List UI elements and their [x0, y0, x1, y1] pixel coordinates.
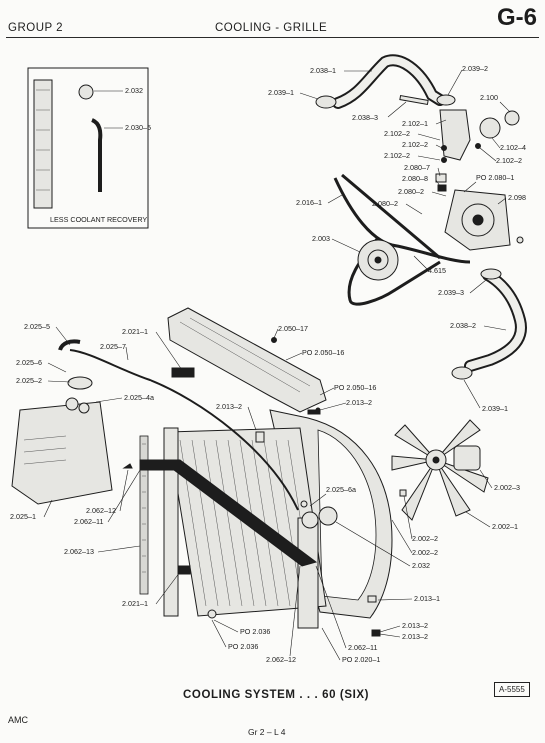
- callout-2.102-2-c: 2.102–2: [384, 151, 410, 160]
- callout-po-2.050-16-b: PO 2.050–16: [334, 383, 376, 392]
- thermostat-icon: [479, 117, 501, 139]
- callout-2.062-11-a: 2.062–11: [74, 517, 103, 526]
- fan-spacer: [453, 445, 481, 471]
- callout-2.080-2-a: 2.080–2: [398, 187, 424, 196]
- callout-po-2.080-1: PO 2.080–1: [476, 173, 514, 182]
- callout-2.039-1-b: 2.039–1: [482, 404, 508, 413]
- callout-2.038-1: 2.038–1: [310, 66, 336, 75]
- hose-clamp-icon: [315, 95, 337, 109]
- callout-2.080-2-b: 2.080–2: [372, 199, 398, 208]
- callout-2.025-6a: 2.025–6a: [326, 485, 356, 494]
- callout-2.062-12-b: 2.062–12: [266, 655, 296, 664]
- hose-clamp-icon: [436, 94, 456, 106]
- temp-sender-icon: [504, 110, 520, 126]
- page-title: COOLING - GRILLE: [215, 22, 328, 34]
- callout-2.025-1: 2.025–1: [10, 512, 36, 521]
- callout-2.102-1: 2.102–1: [402, 119, 428, 128]
- callout-2.039-3: 2.039–3: [438, 288, 464, 297]
- callout-2.032: 2.032: [412, 561, 430, 570]
- callout-2.062-11-b: 2.062–11: [348, 643, 377, 652]
- callout-2.100: 2.100: [480, 93, 498, 102]
- footer-brand: AMC: [8, 715, 28, 725]
- callout-2.102-2-b: 2.102–2: [402, 140, 428, 149]
- hose-clamp-icon: [451, 366, 473, 380]
- side-seal-strip: [139, 435, 149, 595]
- inset-panel: LESS COOLANT RECOVERY: [27, 67, 149, 229]
- callout-2.102-4: 2.102–4: [500, 143, 526, 152]
- callout-2.016-1: 2.016–1: [296, 198, 322, 207]
- callout-2.003: 2.003: [312, 234, 330, 243]
- callout-4.615: 4.615: [428, 266, 446, 275]
- callout-2.002-2-b: 2.002–2: [412, 548, 438, 557]
- callout-2.025-7: 2.025–7: [100, 342, 126, 351]
- shroud-clip: [171, 367, 195, 378]
- overflow-hose: [69, 349, 299, 511]
- callout-2.038-3: 2.038–3: [352, 113, 378, 122]
- group-label: GROUP 2: [8, 22, 64, 34]
- fan-pulley: [357, 239, 399, 281]
- thermostat-housing: [439, 109, 471, 161]
- callout-2.025-5: 2.025–5: [24, 322, 50, 331]
- callout-2.025-6: 2.025–6: [16, 358, 42, 367]
- lower-radiator-hose: [464, 269, 527, 372]
- coolant-recovery-bottle: [11, 376, 113, 505]
- callout-2.013-2-c: 2.013–2: [402, 621, 428, 630]
- callout-2.013-2-a: 2.013–2: [216, 402, 242, 411]
- callout-2.039-2: 2.039–2: [462, 64, 488, 73]
- callout-po-2.036-a: PO 2.036: [240, 627, 270, 636]
- radiator-upper-shroud: [167, 307, 327, 413]
- callout-2.102-2-d: 2.102–2: [496, 156, 522, 165]
- footer-page-ref: Gr 2 – L 4: [248, 727, 286, 737]
- callout-2.021-1-b: 2.021–1: [122, 599, 148, 608]
- figure-number: A-5555: [494, 682, 530, 697]
- callout-2.002-2-a: 2.002–2: [412, 534, 438, 543]
- callout-2.102-2-a: 2.102–2: [384, 129, 410, 138]
- bracket-icon: [399, 95, 429, 105]
- page-number: G-6: [496, 4, 537, 31]
- water-pump: [444, 189, 524, 251]
- header-rule: [6, 37, 539, 38]
- cooling-fan: [391, 419, 489, 521]
- callout-2.032-inset: 2.032: [125, 86, 143, 95]
- callout-po-2.020-1: PO 2.020–1: [342, 655, 380, 664]
- callout-po-2.050-16-a: PO 2.050–16: [302, 348, 344, 357]
- callout-2.013-1: 2.013–1: [414, 594, 440, 603]
- callout-2.080-7: 2.080–7: [404, 163, 430, 172]
- callout-2.062-13: 2.062–13: [64, 547, 94, 556]
- callout-2.050-17: 2.050–17: [278, 324, 308, 333]
- callout-2.013-2-b: 2.013–2: [346, 398, 372, 407]
- inset-label: LESS COOLANT RECOVERY: [50, 215, 147, 224]
- hose-clamp-icon: [480, 268, 502, 280]
- figure-caption: COOLING SYSTEM . . . 60 (SIX): [183, 689, 370, 701]
- callout-2.098: 2.098: [508, 193, 526, 202]
- radiator-cap-icon: [318, 506, 338, 526]
- callout-2.030-5: 2.030–5: [125, 123, 151, 132]
- callout-2.038-2: 2.038–2: [450, 321, 476, 330]
- callout-2.013-2-d: 2.013–2: [402, 632, 428, 641]
- callout-2.062-12-a: 2.062–12: [86, 506, 116, 515]
- callout-po-2.036-b: PO 2.036: [228, 642, 258, 651]
- radiator-cap-icon: [78, 84, 94, 100]
- callout-2.025-4a: 2.025–4a: [124, 393, 154, 402]
- upper-radiator-hose: [332, 54, 446, 109]
- callout-2.002-3: 2.002–3: [494, 483, 520, 492]
- callout-2.021-1-a: 2.021–1: [122, 327, 148, 336]
- callout-2.039-1: 2.039–1: [268, 88, 294, 97]
- callout-2.002-1: 2.002–1: [492, 522, 518, 531]
- callout-2.025-2: 2.025–2: [16, 376, 42, 385]
- callout-2.080-8: 2.080–8: [402, 174, 428, 183]
